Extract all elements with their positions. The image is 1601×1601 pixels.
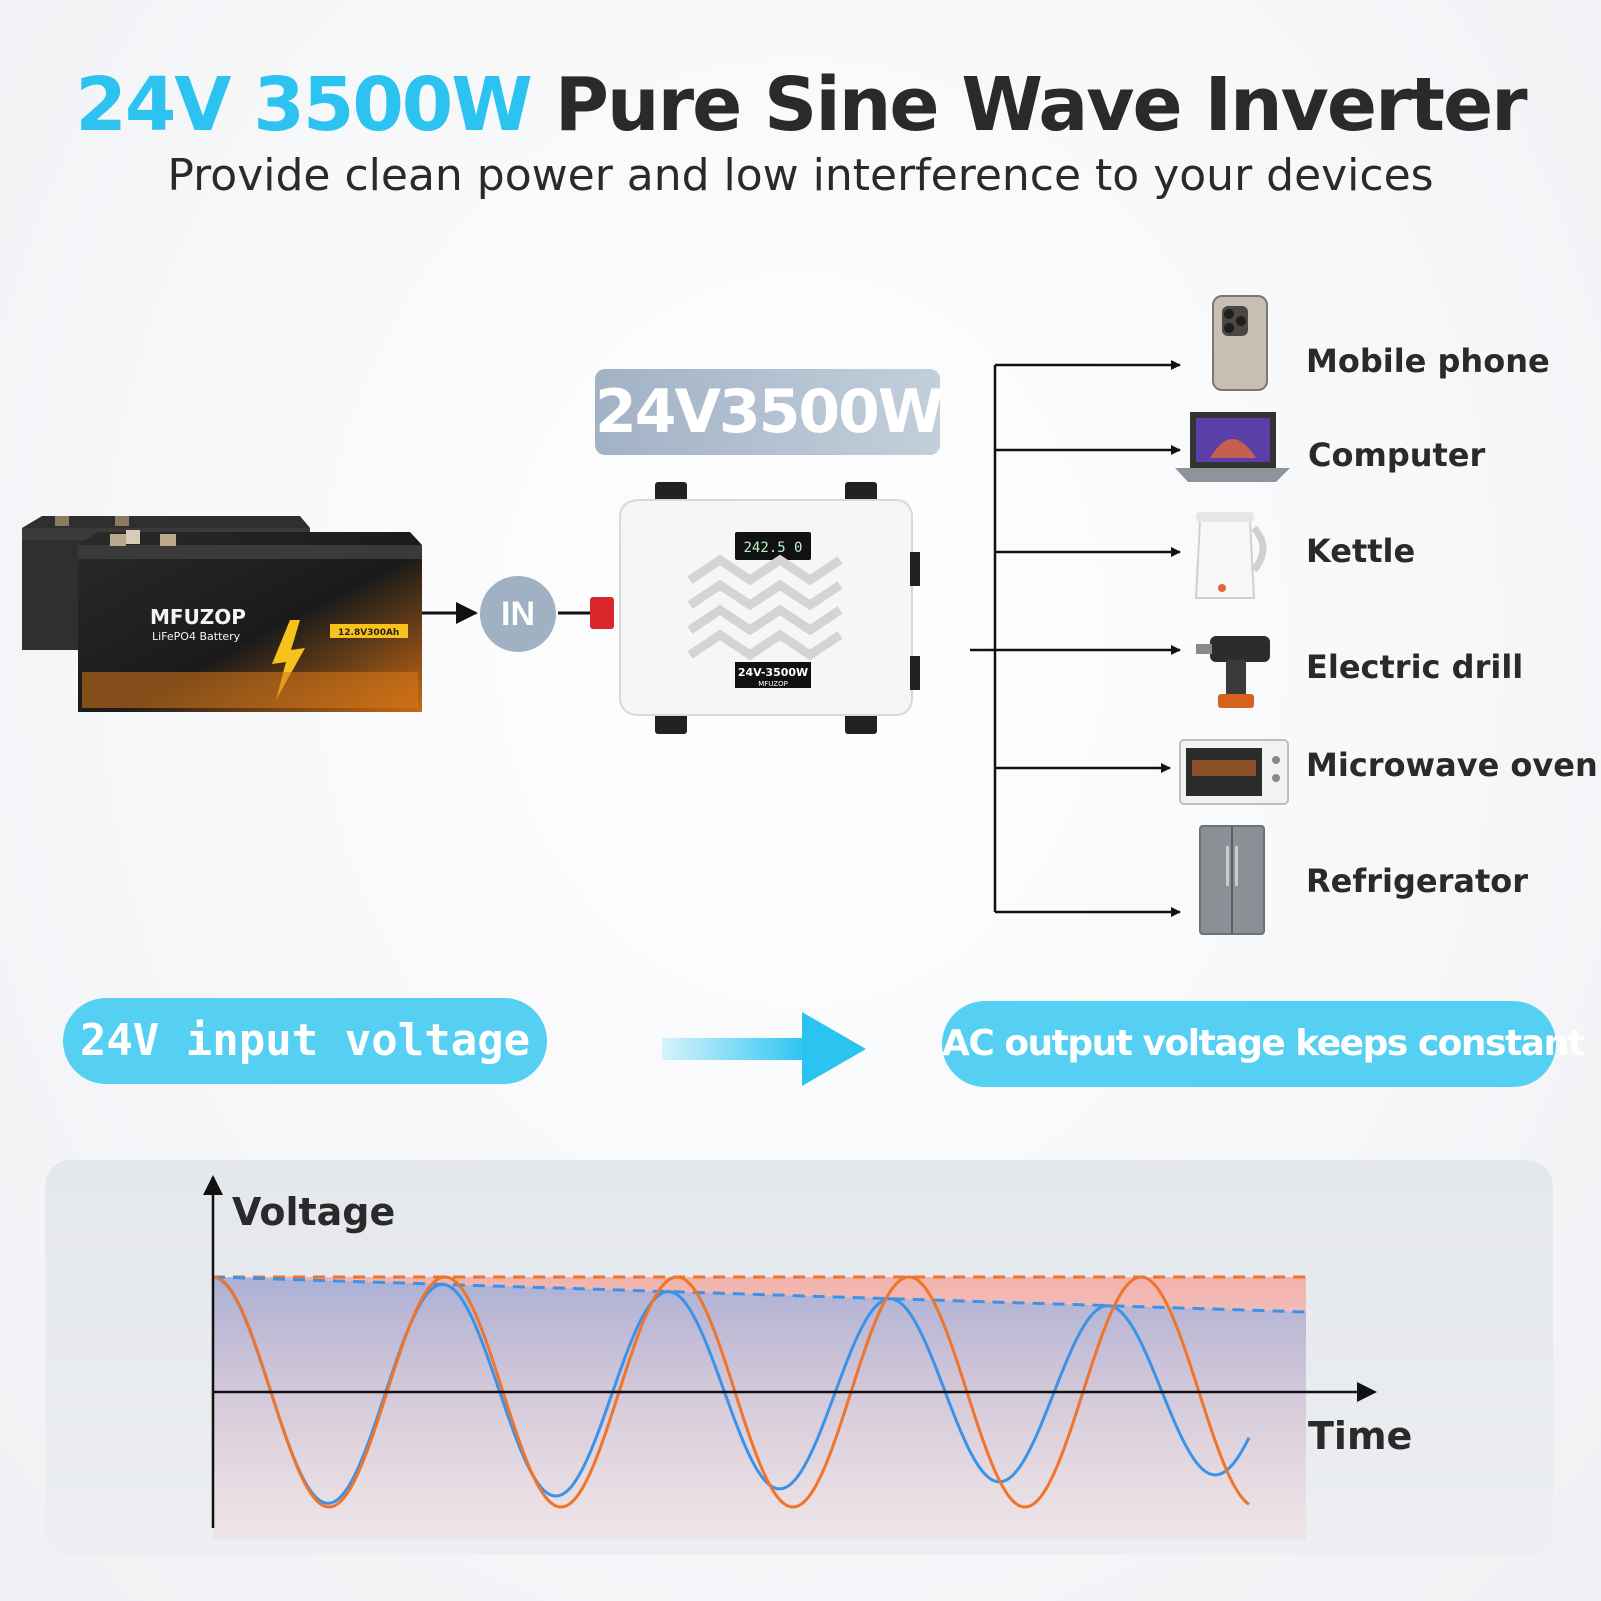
- voltage-axis-label: Voltage: [232, 1190, 396, 1234]
- battery-illustration: MFUZOP LiFePO4 Battery 12.8V300Ah: [22, 516, 422, 712]
- drill-icon: [1196, 636, 1270, 708]
- inverter-nameplate: 24V-3500W: [738, 666, 808, 679]
- wiring-diagram: MFUZOP LiFePO4 Battery 12.8V300Ah 242.5 …: [22, 295, 1290, 935]
- device-label-refrigerator: Refrigerator: [1306, 862, 1529, 900]
- page-title: 24V 3500W Pure Sine Wave Inverter: [0, 62, 1601, 148]
- battery-spec: 12.8V300Ah: [338, 628, 399, 638]
- inverter-display: 242.5 0: [743, 540, 802, 556]
- page-subtitle: Provide clean power and low interference…: [167, 150, 1434, 201]
- title-main: Pure Sine Wave Inverter: [554, 62, 1528, 148]
- kettle-icon: [1194, 512, 1267, 599]
- device-label-kettle: Kettle: [1306, 532, 1416, 570]
- device-label-microwave-oven: Microwave oven: [1306, 746, 1598, 784]
- input-voltage-pill: 24V input voltage: [63, 998, 547, 1084]
- time-axis-label: Time: [1308, 1414, 1413, 1458]
- arrow-right-icon: [662, 1012, 866, 1086]
- refrigerator-icon: [1199, 825, 1265, 935]
- decaying-envelope-fill: [213, 1277, 1306, 1540]
- title-accent: 24V 3500W: [75, 62, 533, 148]
- smartphone-icon: [1212, 295, 1268, 391]
- device-label-mobile-phone: Mobile phone: [1306, 342, 1550, 380]
- inverter-illustration: 242.5 0 24V-3500W MFUZOP: [619, 482, 920, 734]
- battery-type: LiFePO4 Battery: [152, 630, 241, 643]
- rating-badge: 24V3500W: [595, 369, 944, 455]
- output-voltage-pill: AC output voltage keeps constant: [942, 1001, 1585, 1087]
- input-label: IN: [480, 576, 556, 652]
- inverter-brand: MFUZOP: [758, 680, 788, 688]
- device-label-computer: Computer: [1308, 436, 1486, 474]
- device-label-electric-drill: Electric drill: [1306, 648, 1524, 686]
- input-terminal: [590, 597, 614, 629]
- decaying-envelope-line: [212, 1275, 1307, 1314]
- battery-brand: MFUZOP: [150, 605, 246, 629]
- laptop-icon: [1175, 412, 1290, 482]
- constant-wave: [212, 1275, 1250, 1509]
- microwave-icon: [1179, 739, 1289, 805]
